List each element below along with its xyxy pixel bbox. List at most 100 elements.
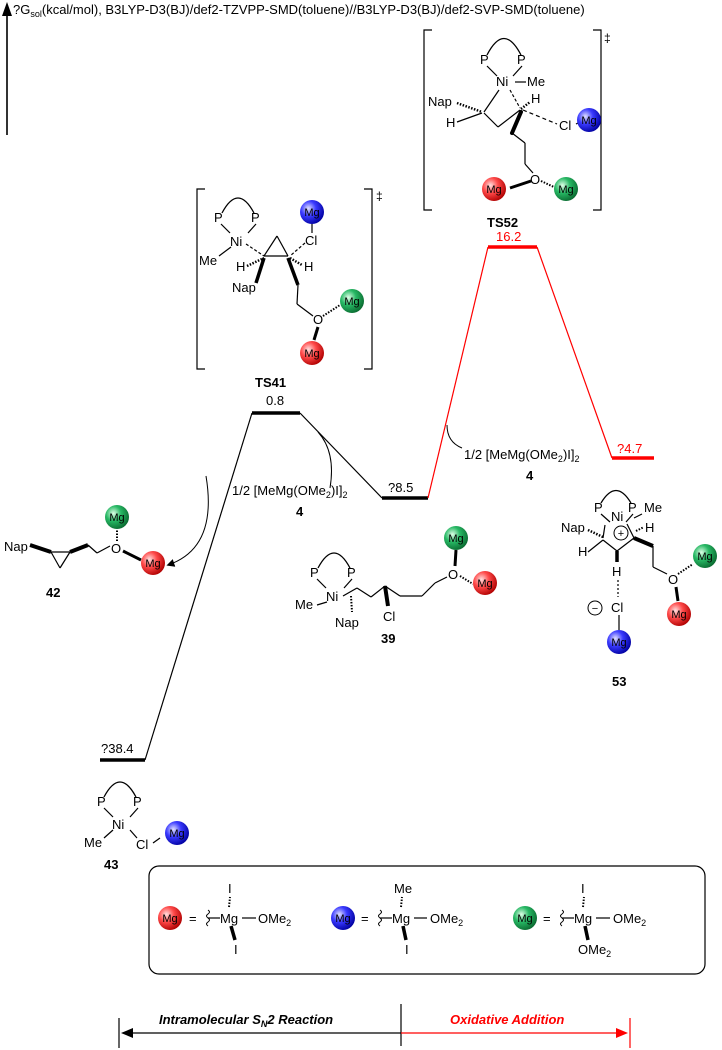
mg-ball-blue	[165, 821, 189, 845]
svg-text:Cl: Cl	[136, 837, 148, 852]
energy-ts41: 0.8	[266, 393, 284, 408]
svg-text:P: P	[517, 52, 526, 67]
energy-ts52: 16.2	[496, 229, 521, 244]
reagent-right: 1/2 [MeMg(OMe2)I]2	[464, 447, 580, 464]
svg-text:+: +	[618, 528, 624, 540]
mg-ball-blue	[607, 630, 631, 654]
label-53: 53	[612, 674, 626, 689]
energy-53: ?4.7	[617, 441, 642, 456]
svg-text:Mg: Mg	[335, 913, 350, 925]
svg-text:=: =	[361, 911, 369, 926]
structure-ts41: ‡ P P Ni Me Mg Cl H H Nap O Mg Mg TS41	[196, 188, 383, 390]
svg-text:Mg: Mg	[517, 913, 532, 925]
axis-label: ?Gsol(kcal/mol), B3LYP-D3(BJ)/def2-TZVPP…	[13, 2, 585, 19]
svg-text:Mg: Mg	[448, 533, 463, 545]
svg-text:Me: Me	[394, 881, 412, 896]
svg-text:Mg: Mg	[169, 828, 184, 840]
svg-text:Nap: Nap	[4, 539, 28, 554]
svg-text:Mg: Mg	[109, 512, 124, 524]
mg-ball-green	[105, 505, 129, 529]
svg-text:Cl: Cl	[559, 118, 571, 133]
svg-text:Me: Me	[84, 835, 102, 850]
reagent-left: 1/2 [MeMg(OMe2)I]2	[232, 483, 348, 500]
reagent-right-number: 4	[526, 468, 534, 483]
mg-ball-green	[693, 544, 717, 568]
svg-text:OMe2: OMe2	[613, 911, 646, 928]
structure-ts52: ‡ P P Ni Me Nap H H Cl Mg O Mg Mg TS52	[423, 29, 611, 230]
energy-profile: 0.8 16.2 ?8.5 ?4.7 ?38.4 1/2 [MeMg(OMe2)…	[100, 229, 654, 762]
mg-ball-red	[667, 602, 691, 626]
label-39: 39	[381, 631, 395, 646]
svg-text:Cl: Cl	[383, 609, 395, 624]
connector-ts52-53	[536, 246, 613, 459]
label-ts41: TS41	[255, 375, 286, 390]
svg-text:Nap: Nap	[335, 615, 359, 630]
svg-text:Mg: Mg	[304, 348, 319, 360]
svg-text:Nap: Nap	[428, 94, 452, 109]
svg-text:O: O	[111, 541, 121, 556]
reagent-left-number: 4	[296, 504, 304, 519]
svg-text:H: H	[304, 259, 313, 274]
svg-text:Mg: Mg	[486, 184, 501, 196]
svg-text:OMe2: OMe2	[430, 911, 463, 928]
svg-text:H: H	[446, 115, 455, 130]
energy-39: ?8.5	[388, 480, 413, 495]
label-42: 42	[46, 585, 60, 600]
svg-text:Mg: Mg	[574, 911, 592, 926]
svg-text:Me: Me	[295, 597, 313, 612]
svg-text:Ni: Ni	[496, 74, 508, 89]
connector-ts41-39	[299, 412, 383, 499]
connector-39-ts52	[427, 246, 489, 499]
footer-arrows: Intramolecular SN2 Reaction Oxidative Ad…	[118, 1004, 631, 1048]
svg-text:Cl: Cl	[305, 233, 317, 248]
svg-text:O: O	[313, 312, 323, 327]
svg-text:Ni: Ni	[611, 509, 623, 524]
svg-text:Ni: Ni	[112, 817, 124, 832]
footer-sn2-label: Intramolecular SN2 Reaction	[159, 1012, 333, 1029]
y-axis: ?Gsol(kcal/mol), B3LYP-D3(BJ)/def2-TZVPP…	[2, 2, 585, 135]
mg-ball-red	[482, 177, 506, 201]
svg-text:H: H	[578, 544, 587, 559]
svg-text:Me: Me	[644, 500, 662, 515]
svg-text:H: H	[531, 91, 540, 106]
mg-ball-green	[513, 906, 537, 930]
svg-text:Mg: Mg	[304, 207, 319, 219]
svg-text:I: I	[405, 942, 409, 957]
mg-ball-blue	[300, 200, 324, 224]
svg-text:Mg: Mg	[162, 913, 177, 925]
svg-text:Mg: Mg	[581, 115, 596, 127]
svg-text:O: O	[668, 572, 678, 587]
svg-text:H: H	[612, 564, 621, 579]
mg-ball-green	[444, 526, 468, 550]
svg-text:I: I	[581, 881, 585, 896]
svg-text:Me: Me	[527, 74, 545, 89]
svg-text:Me: Me	[199, 253, 217, 268]
svg-text:Mg: Mg	[220, 911, 238, 926]
svg-text:P: P	[628, 500, 637, 515]
svg-text:O: O	[448, 567, 458, 582]
reagent-arc-left	[317, 431, 332, 489]
svg-text:Ni: Ni	[326, 589, 338, 604]
svg-text:Mg: Mg	[145, 558, 160, 570]
structure-53: P P Ni Me + H Nap H O Mg Mg H − Cl	[561, 489, 717, 689]
footer-oxadd-label: Oxidative Addition	[450, 1012, 564, 1027]
mg-ball-red	[473, 571, 497, 595]
structure-39: P P Ni Me Nap Cl O Mg Mg 39	[295, 526, 497, 646]
svg-text:=: =	[543, 911, 551, 926]
ddagger: ‡	[604, 31, 611, 45]
svg-text:Cl: Cl	[611, 600, 623, 615]
mg-ball-red	[141, 551, 165, 575]
svg-text:P: P	[133, 794, 142, 809]
arrow-to-42	[166, 475, 209, 567]
svg-text:O: O	[530, 172, 540, 187]
svg-text:P: P	[310, 565, 319, 580]
svg-text:I: I	[228, 881, 232, 896]
svg-text:Mg: Mg	[344, 296, 359, 308]
svg-text:Mg: Mg	[477, 578, 492, 590]
svg-text:Mg: Mg	[558, 184, 573, 196]
svg-text:H: H	[645, 520, 654, 535]
connector-43-ts41	[144, 412, 253, 761]
mg-ball-red	[158, 906, 182, 930]
svg-text:H: H	[236, 259, 245, 274]
